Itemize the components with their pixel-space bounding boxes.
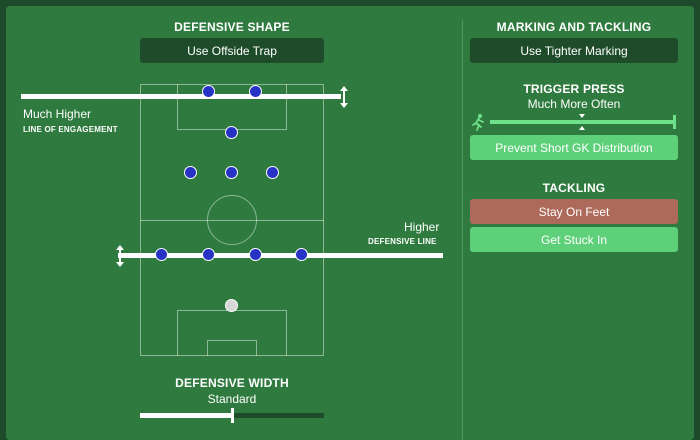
offside-trap-button[interactable]: Use Offside Trap	[140, 38, 324, 63]
defensive-line-bar[interactable]	[118, 253, 443, 258]
line-of-engagement-value: Much Higher	[23, 107, 92, 121]
defensive-width-handle[interactable]	[231, 408, 234, 423]
tackling-heading: TACKLING	[542, 181, 606, 195]
pitch	[140, 84, 324, 356]
defensive-width-slider[interactable]	[140, 408, 324, 423]
vertical-double-arrow-icon[interactable]	[114, 244, 126, 268]
defensive-width-value: Standard	[207, 392, 257, 406]
defensive-line-value: Higher	[404, 220, 440, 234]
player-marker[interactable]	[248, 84, 262, 98]
line-of-engagement-bar[interactable]	[21, 94, 341, 99]
player-marker[interactable]	[154, 247, 168, 261]
player-marker[interactable]	[183, 165, 197, 179]
trigger-press-fill	[490, 120, 676, 124]
player-marker[interactable]	[294, 247, 308, 261]
column-divider	[462, 20, 463, 440]
player-marker[interactable]	[248, 247, 262, 261]
player-marker[interactable]	[201, 247, 215, 261]
pitch-outline	[140, 84, 324, 356]
tactics-panel: DEFENSIVE SHAPE Use Offside Trap Much Hi…	[6, 6, 694, 440]
trigger-press-end-cap[interactable]	[673, 115, 676, 129]
defensive-shape-heading: DEFENSIVE SHAPE	[174, 20, 290, 34]
trigger-press-slider[interactable]	[490, 114, 676, 130]
running-player-icon	[472, 114, 484, 131]
defensive-line-label: DEFENSIVE LINE	[368, 237, 437, 246]
trigger-press-value: Much More Often	[527, 97, 621, 111]
top-penalty-box	[177, 84, 287, 130]
centre-circle	[207, 195, 257, 245]
default-marker-icon	[579, 114, 585, 130]
trigger-press-heading: TRIGGER PRESS	[523, 82, 625, 96]
player-marker[interactable]	[265, 165, 279, 179]
player-marker[interactable]	[224, 165, 238, 179]
bottom-goal-box	[207, 340, 257, 356]
prevent-short-gk-distribution-button[interactable]: Prevent Short GK Distribution	[470, 135, 678, 160]
player-marker[interactable]	[224, 125, 238, 139]
defensive-width-heading: DEFENSIVE WIDTH	[175, 376, 289, 390]
defensive-width-fill	[140, 413, 232, 418]
player-marker[interactable]	[201, 84, 215, 98]
goalkeeper-marker[interactable]	[224, 298, 238, 312]
line-of-engagement-label: LINE OF ENGAGEMENT	[23, 125, 118, 134]
stay-on-feet-button[interactable]: Stay On Feet	[470, 199, 678, 224]
marking-tackling-heading: MARKING AND TACKLING	[496, 20, 652, 34]
get-stuck-in-button[interactable]: Get Stuck In	[470, 227, 678, 252]
vertical-double-arrow-icon[interactable]	[338, 85, 350, 109]
tighter-marking-button[interactable]: Use Tighter Marking	[470, 38, 678, 63]
